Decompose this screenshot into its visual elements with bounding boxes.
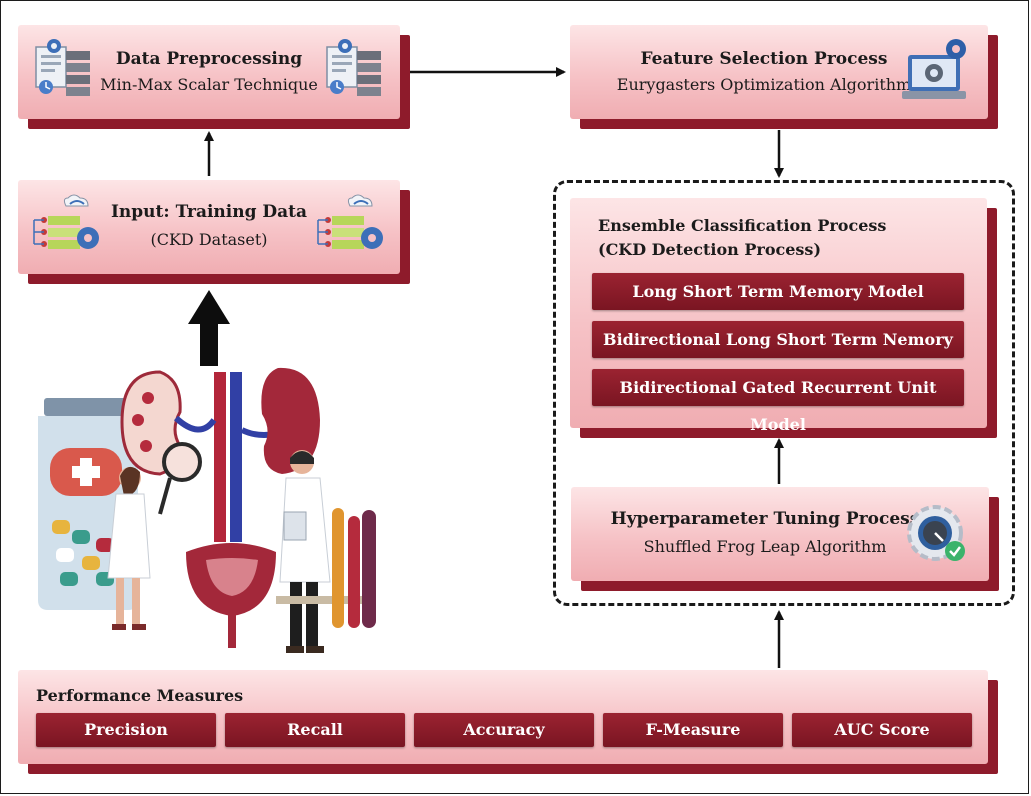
input-subtitle: (CKD Dataset) [150, 230, 268, 249]
document-gear-icon-right [326, 39, 381, 96]
measure-recall: Recall [225, 713, 405, 747]
laptop-gear-icon [902, 39, 966, 99]
feature-selection-card: Feature Selection Process Eurygasters Op… [570, 25, 998, 129]
ensemble-title-line1: Ensemble Classification Process [598, 216, 887, 235]
preprocessing-title: Data Preprocessing [115, 49, 303, 69]
ensemble-title-line2: (CKD Detection Process) [598, 240, 822, 259]
preprocessing-subtitle: Min-Max Scalar Technique [100, 75, 318, 94]
feature-selection-subtitle: Eurygasters Optimization Algorithm [616, 75, 912, 94]
preprocessing-card: Data Preprocessing Min-Max Scalar Techni… [18, 25, 410, 129]
cloud-server-icon-right [317, 194, 383, 249]
input-title: Input: Training Data [110, 202, 308, 222]
document-gear-icon [35, 39, 90, 96]
model-lstm: Long Short Term Memory Model [592, 273, 964, 310]
hyperparameter-title: Hyperparameter Tuning Process [610, 509, 920, 529]
cloud-server-icon [33, 194, 99, 249]
hyperparameter-subtitle: Shuffled Frog Leap Algorithm [643, 537, 887, 556]
feature-selection-title: Feature Selection Process [640, 49, 888, 69]
measure-f-measure: F-Measure [603, 713, 783, 747]
measure-auc: AUC Score [792, 713, 972, 747]
model-bigru: Bidirectional Gated Recurrent Unit Model [592, 369, 964, 434]
model-bilstm: Bidirectional Long Short Term Nemory Mod… [592, 321, 964, 386]
performance-title: Performance Measures [36, 686, 244, 705]
ensemble-group-boundary [553, 180, 1015, 606]
input-card: Input: Training Data (CKD Dataset) [18, 180, 410, 284]
hyperparameter-card: Hyperparameter Tuning Process Shuffled F… [571, 487, 999, 591]
measure-accuracy: Accuracy [414, 713, 594, 747]
measure-precision: Precision [36, 713, 216, 747]
gauge-check-icon [907, 505, 965, 561]
big-up-arrow [188, 290, 230, 366]
